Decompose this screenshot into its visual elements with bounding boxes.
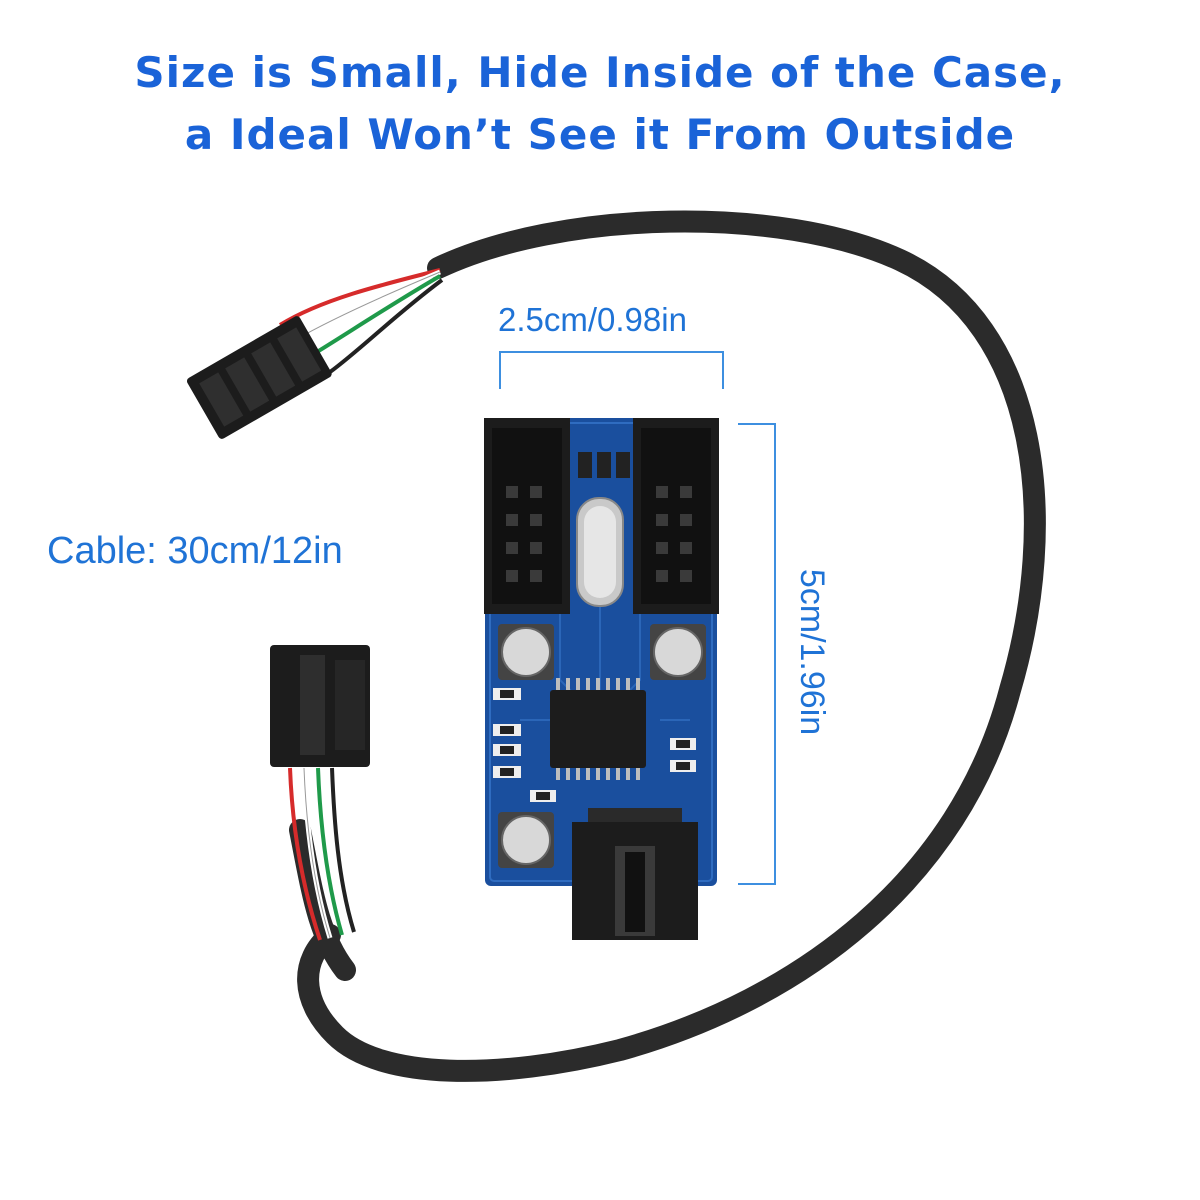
width-dimension-line [499,351,724,389]
cable-length-label: Cable: 30cm/12in [47,530,343,572]
smd-components [493,452,696,802]
top-connector [187,316,332,439]
headline-line-2: a Ideal Won’t See it From Outside [184,110,1016,159]
bottom-wires [288,767,356,941]
dimension-lines [499,351,776,885]
height-dimension-label: 5cm/1.96in [793,568,831,736]
width-dimension-label: 2.5cm/0.98in [498,301,687,338]
crystal-oscillator [576,497,624,607]
ic-chip [550,678,646,780]
cable-lower-end [289,819,356,981]
height-dimension-line [738,423,776,885]
bottom-header [572,808,698,940]
left-header [484,418,570,614]
capacitors [498,624,706,868]
headline-line-1: Size is Small, Hide Inside of the Case, [134,48,1066,97]
bottom-connector [270,645,370,767]
cable [297,210,1046,1082]
right-header [633,418,719,614]
